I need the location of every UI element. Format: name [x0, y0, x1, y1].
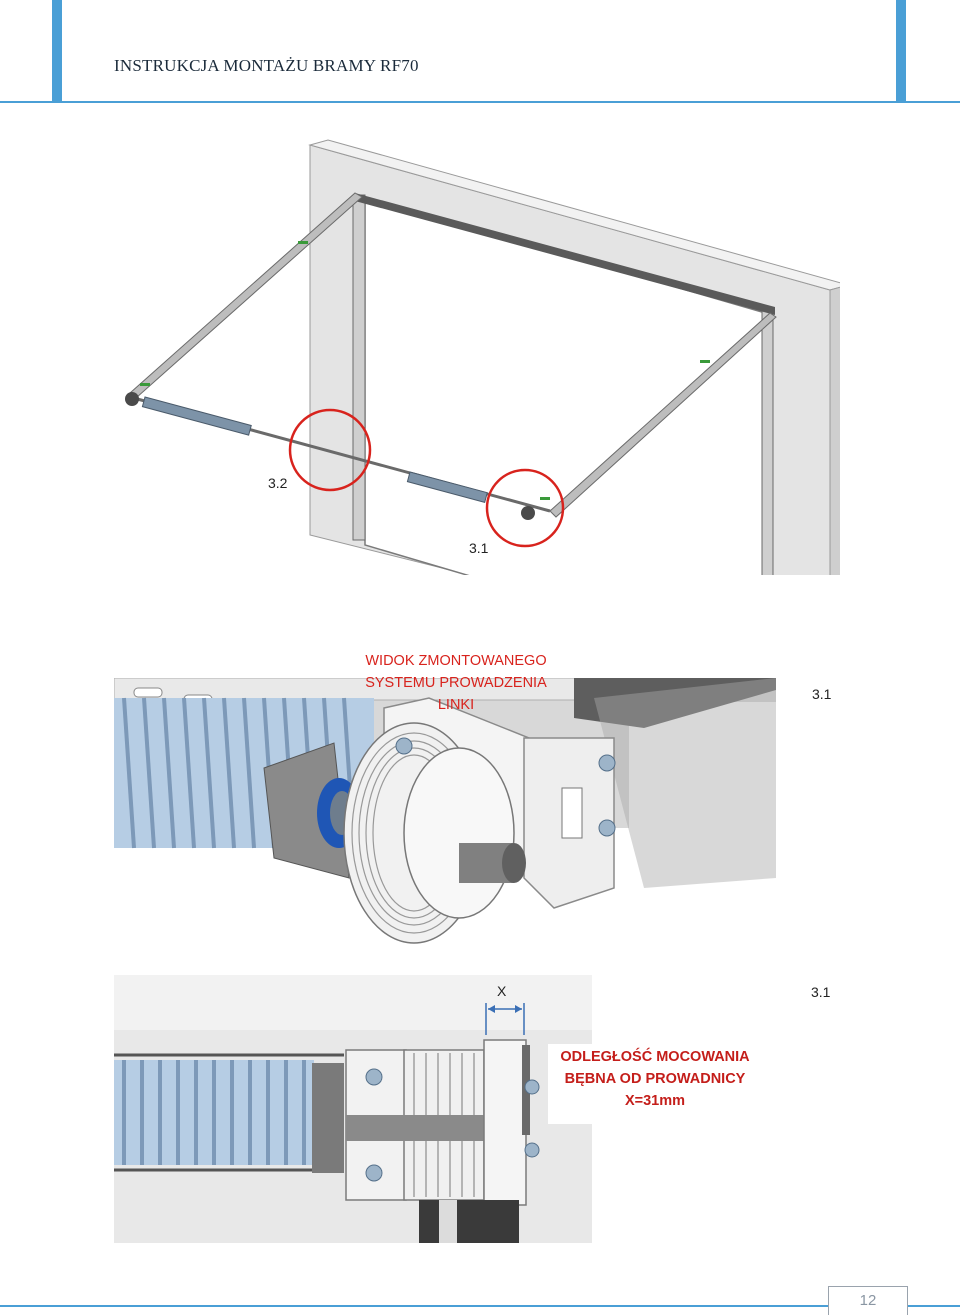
cable-drum-closeup-figure [114, 678, 776, 944]
figure3-note-panel [548, 1044, 768, 1124]
figure3-caption: ODLEGŁOŚĆ MOCOWANIA BĘBNA OD PROWADNICY … [548, 1046, 762, 1112]
document-title: INSTRUKCJA MONTAŻU BRAMY RF70 [114, 56, 419, 75]
footer-rule [0, 1305, 960, 1307]
header-rule [0, 101, 960, 103]
figure3-caption-line-1: ODLEGŁOŚĆ MOCOWANIA [560, 1049, 750, 1065]
figure3-caption-line-3: X=31mm [624, 1093, 686, 1109]
callout-circle-3-2 [288, 408, 372, 492]
figure3-ref-label: 3.1 [811, 984, 831, 1000]
figure2-caption-line-3: LINKI [437, 697, 475, 713]
header-right-stripe [896, 0, 906, 102]
figure2-caption-line-1: WIDOK ZMONTOWANEGO [365, 653, 547, 669]
header-left-stripe [52, 0, 62, 102]
callout-label-3-2: 3.2 [268, 475, 288, 491]
page-number: 12 [828, 1286, 908, 1315]
figure2-ref-label: 3.1 [812, 686, 832, 702]
callout-label-3-1: 3.1 [469, 540, 489, 556]
figure2-caption: WIDOK ZMONTOWANEGO SYSTEMU PROWADZENIA L… [345, 650, 567, 716]
dimension-x-label: X [497, 983, 507, 999]
callout-circle-3-1 [485, 468, 565, 548]
assembled-door-frame-figure [125, 139, 840, 575]
drum-distance-figure [114, 975, 592, 1243]
figure3-caption-line-2: BĘBNA OD PROWADNICY [564, 1071, 746, 1087]
figure2-caption-line-2: SYSTEMU PROWADZENIA [365, 675, 547, 691]
